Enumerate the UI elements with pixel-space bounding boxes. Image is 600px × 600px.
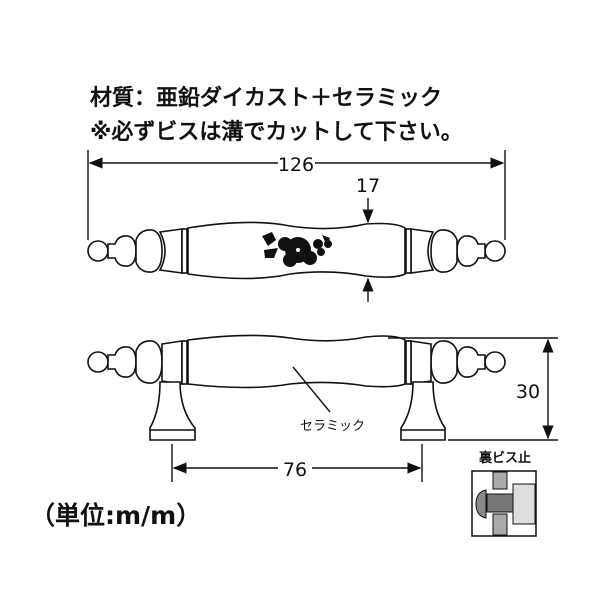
grip-thickness-value: 17 [356,175,380,197]
grip-thickness-dimension: 17 [356,175,380,302]
back-screw-label: 裏ビス止 [478,450,531,466]
handle-top-view [87,221,506,280]
hole-pitch-value: 76 [283,459,307,481]
height-dimension: 30 [388,337,558,441]
hole-pitch-dimension: 76 [171,444,423,482]
screw-head-icon [475,489,487,519]
back-screw-inset: 裏ビス止 [471,450,537,537]
height-value: 30 [516,381,540,403]
ceramic-leader-line [292,366,331,413]
handle-side-view [87,334,506,441]
screw-cut-note: ※必ずビスは溝でカットして下さい。 [90,119,463,145]
flower-pattern-icon [262,232,332,267]
overall-length-dimension: 126 [87,150,506,240]
unit-label: （単位:m/m） [30,501,201,530]
material-note: 材質：亜鉛ダイカスト＋セラミック [90,85,442,111]
ceramic-label: セラミック [300,419,365,434]
overall-length-value: 126 [278,154,314,176]
